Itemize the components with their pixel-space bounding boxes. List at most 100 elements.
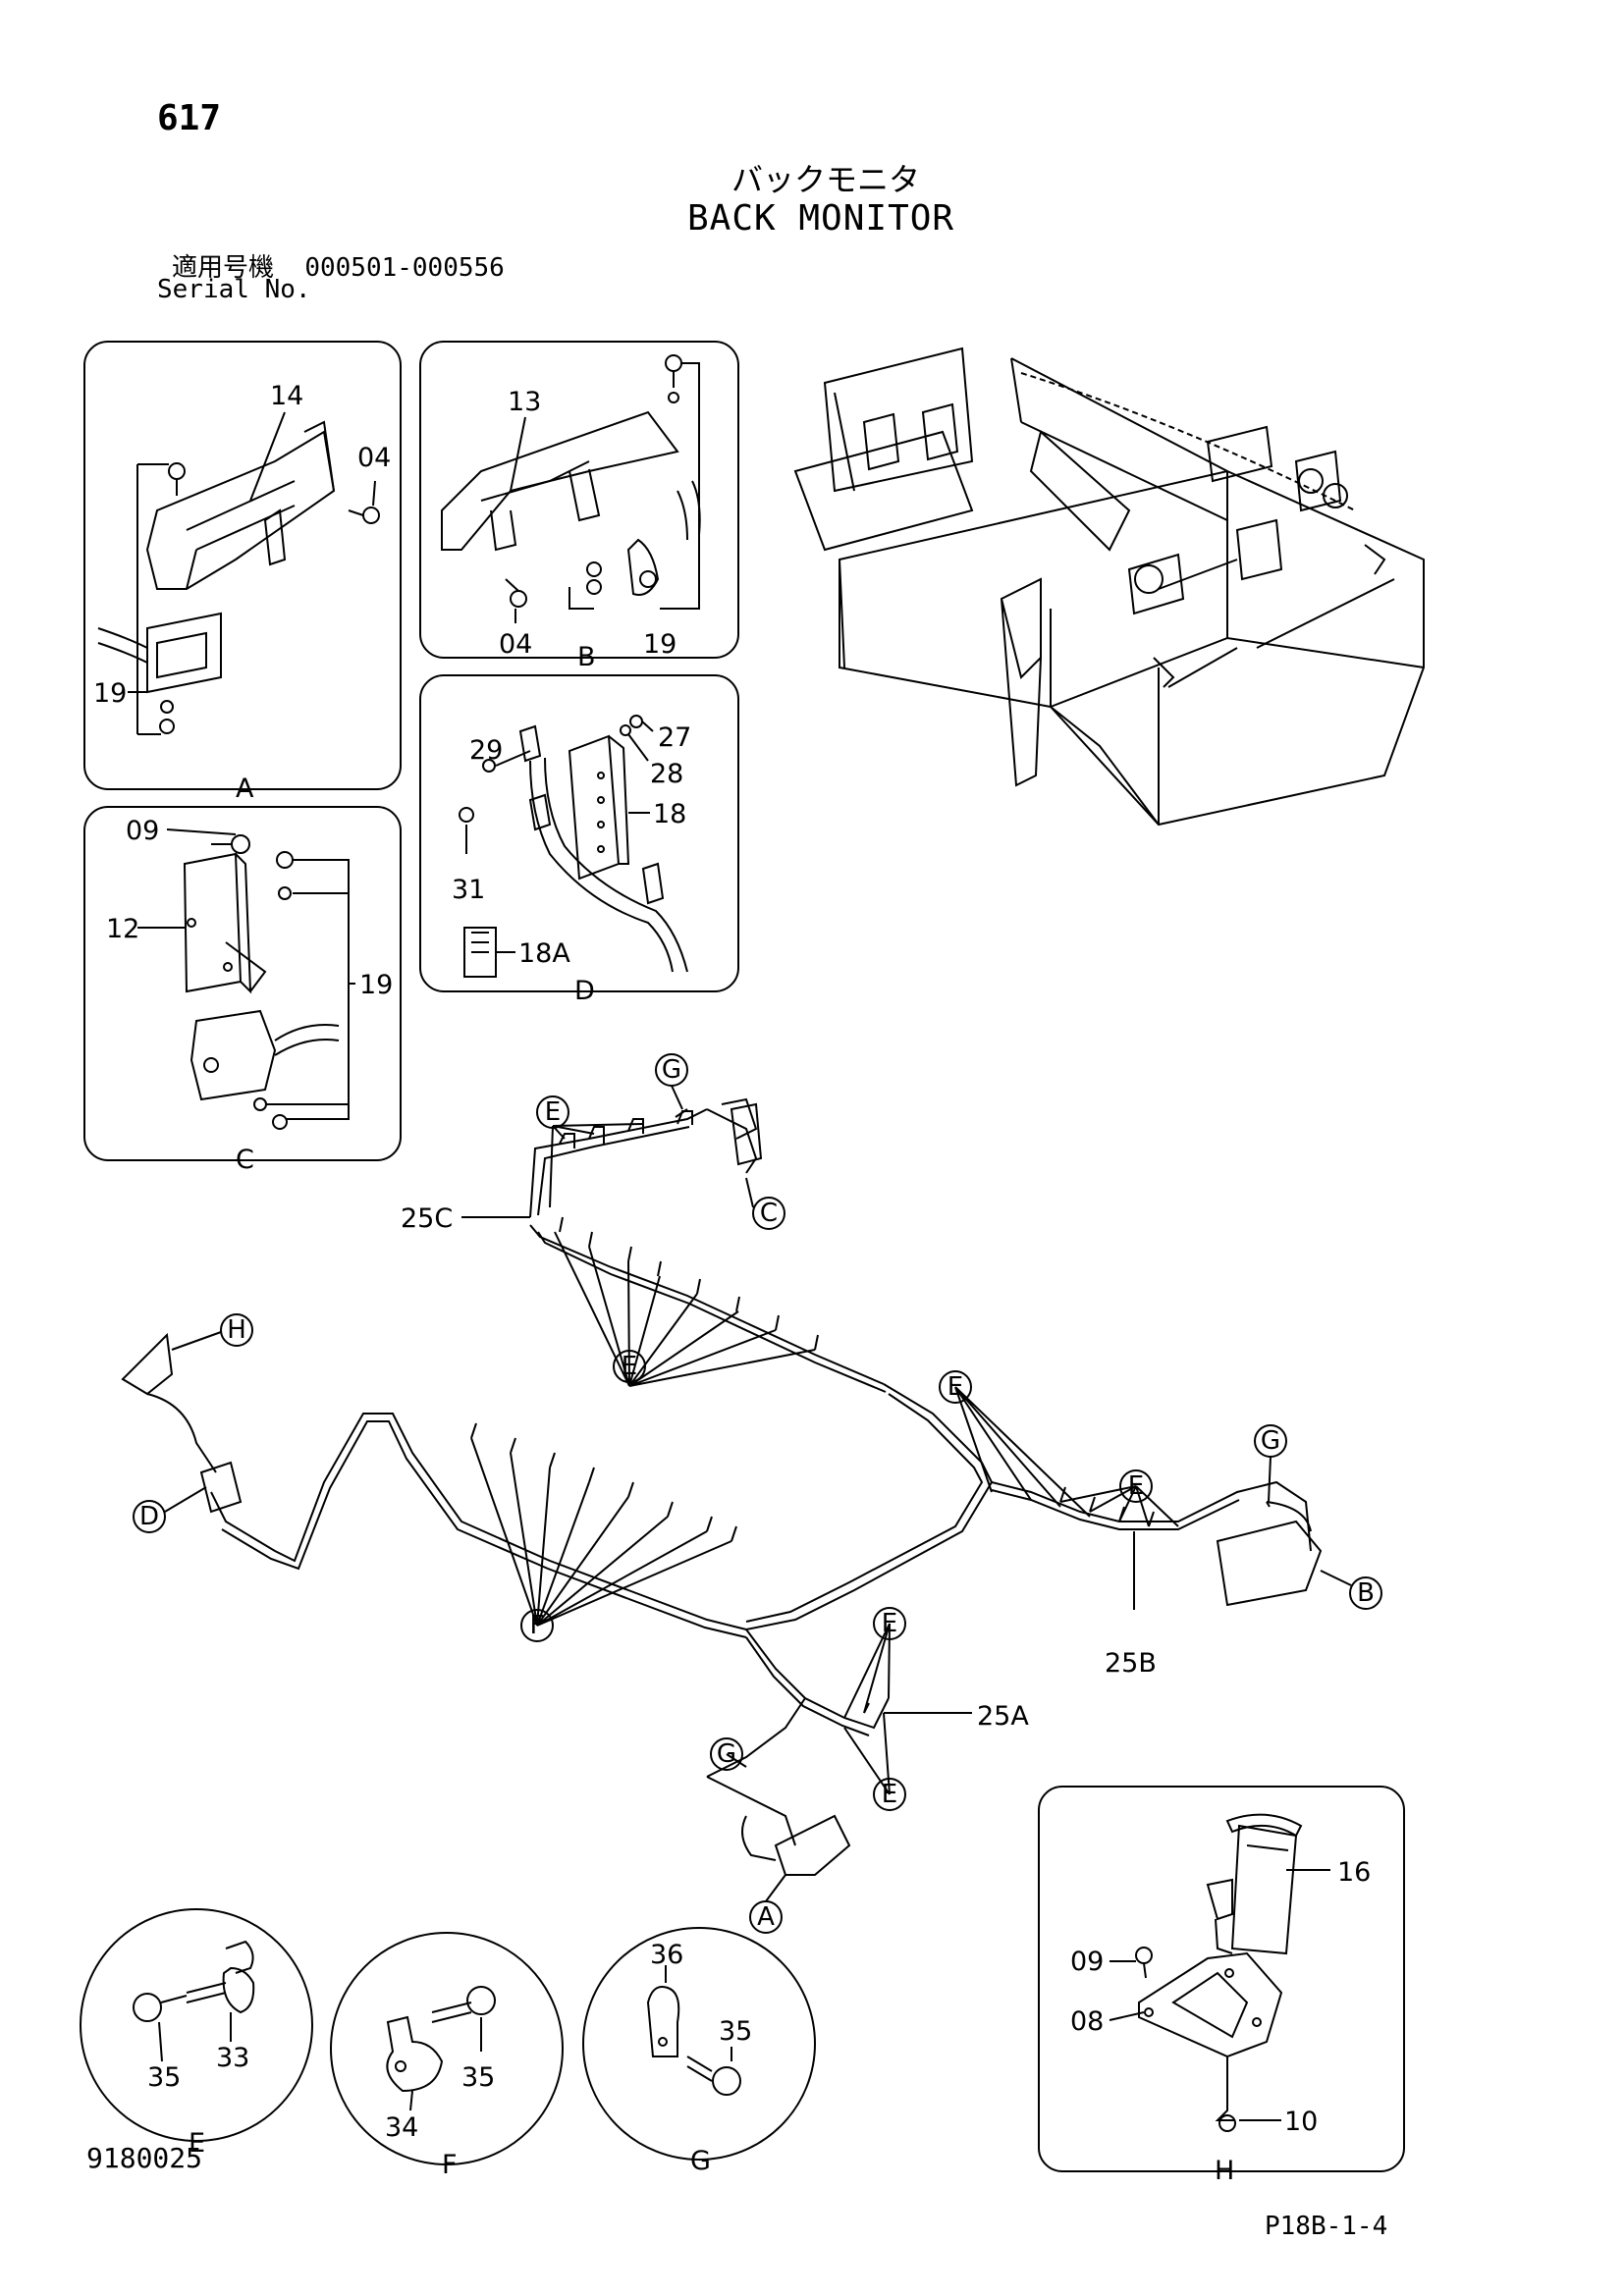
part-label: 33 (216, 2043, 249, 2073)
part-label: 29 (469, 735, 503, 766)
part-label: 04 (499, 629, 532, 660)
title-japanese: バックモニタ (731, 161, 921, 198)
part-label: 19 (643, 629, 677, 660)
part-label: 08 (1070, 2006, 1104, 2037)
view-label: H (1215, 2156, 1234, 2186)
part-label: 09 (126, 816, 159, 846)
svg-text:G: G (1261, 1426, 1280, 1456)
bracket-right (1216, 1501, 1323, 1607)
leader-line (409, 2090, 413, 2111)
detail-frame-a (83, 341, 402, 790)
detail-frame-b (419, 341, 739, 659)
callout-e (939, 1370, 972, 1404)
detail-frame-d (419, 674, 739, 992)
serial-label-japanese: 適用号機 (172, 253, 275, 283)
svg-text:D: D (139, 1502, 159, 1531)
serial-line-japanese: 適用号機 000501-000556 (172, 247, 505, 284)
detail-view-c: 09 12 19 C (83, 806, 402, 1175)
part-label: 10 (1284, 2107, 1318, 2137)
svg-text:H: H (227, 1315, 246, 1345)
machine-isometric-view (793, 347, 1425, 827)
part-label: 28 (650, 759, 683, 789)
harness-main-trunk (210, 1383, 1312, 1846)
leader-line (1109, 2011, 1145, 2021)
part-label: 35 (461, 2062, 495, 2093)
callout-e (873, 1607, 906, 1640)
view-label: A (236, 774, 254, 804)
leader-line (266, 859, 350, 1120)
svg-text:F: F (530, 1611, 545, 1640)
leader-line (372, 480, 376, 507)
view-label: B (577, 642, 596, 672)
harness-label-25c: 25C (401, 1203, 453, 1234)
part-label: 14 (270, 381, 303, 411)
detail-frame-c (83, 806, 402, 1161)
bracket-left (121, 1332, 243, 1514)
harness-label-25a: 25A (977, 1701, 1029, 1732)
serial-label-english: Serial No. (157, 275, 311, 304)
drawing-code: 9180025 (86, 2142, 203, 2174)
leader-line (166, 828, 237, 835)
callout-b (1349, 1576, 1382, 1610)
detail-frame-e (80, 1908, 313, 2142)
bracket-top (730, 1102, 763, 1166)
detail-view-g: 36 35 G (582, 1927, 816, 2176)
bracket-bottom (741, 1814, 851, 1876)
leader-line (660, 362, 700, 610)
detail-frame-g (582, 1927, 816, 2161)
callout-f (520, 1609, 554, 1642)
harness-labels: 25C 25B 25A (401, 1203, 1157, 1732)
leader-line (465, 721, 654, 953)
svg-text:G: G (717, 1739, 736, 1769)
detail-frame-h (1038, 1786, 1405, 2172)
callout-c (752, 1197, 785, 1230)
part-label: 16 (1337, 1857, 1371, 1888)
detail-frame-f (330, 1932, 564, 2165)
part-label: 27 (658, 722, 691, 753)
callout-g (710, 1737, 743, 1771)
svg-text:E: E (947, 1372, 963, 1402)
page-code: P18B-1-4 (1265, 2212, 1388, 2241)
part-label: 13 (508, 387, 541, 417)
part-label: 31 (452, 875, 485, 905)
harness-25c (529, 1097, 887, 1393)
detail-view-d: 29 27 28 18 31 18A D (419, 674, 739, 1006)
svg-text:E: E (545, 1097, 561, 1127)
view-label: C (236, 1145, 254, 1175)
callout-e (873, 1778, 906, 1811)
page-title: BACK MONITOR (687, 198, 955, 239)
part-label: 04 (357, 443, 391, 473)
svg-text:E: E (622, 1352, 637, 1381)
page-number: 617 (157, 98, 222, 138)
leader-line (158, 2021, 163, 2062)
callout-circles: E G C E E E G B H D F E G E A (133, 1053, 1382, 1934)
svg-text:E: E (1128, 1471, 1144, 1501)
leader-line (568, 587, 594, 610)
callout-h (220, 1313, 253, 1347)
leader-line (510, 416, 526, 492)
leader-line (249, 411, 286, 502)
svg-text:B: B (1357, 1578, 1375, 1608)
part-label: 36 (650, 1940, 683, 1970)
detail-view-a: 14 04 19 A (83, 341, 402, 804)
detail-view-f: 35 34 F (330, 1932, 564, 2180)
view-label: G (690, 2146, 711, 2176)
callout-e (1119, 1469, 1153, 1503)
part-label: 35 (719, 2016, 752, 2047)
callout-d (133, 1500, 166, 1533)
view-label: E (189, 2128, 205, 2159)
leader-fans (470, 1108, 1271, 1795)
svg-text:G: G (662, 1055, 681, 1085)
leader-line (136, 463, 169, 735)
part-label: 19 (93, 678, 127, 709)
harness-label-25b: 25B (1105, 1648, 1157, 1679)
detail-view-b: 13 04 19 B (419, 341, 739, 672)
view-label: F (442, 2150, 458, 2180)
detail-view-h: 16 09 08 10 H (1038, 1786, 1405, 2186)
serial-range: 000501-000556 (304, 253, 505, 283)
part-label: 12 (106, 914, 139, 944)
part-label: 34 (385, 2112, 418, 2143)
svg-text:E: E (882, 1780, 897, 1809)
callout-e (536, 1095, 569, 1129)
view-label: D (574, 976, 595, 1006)
